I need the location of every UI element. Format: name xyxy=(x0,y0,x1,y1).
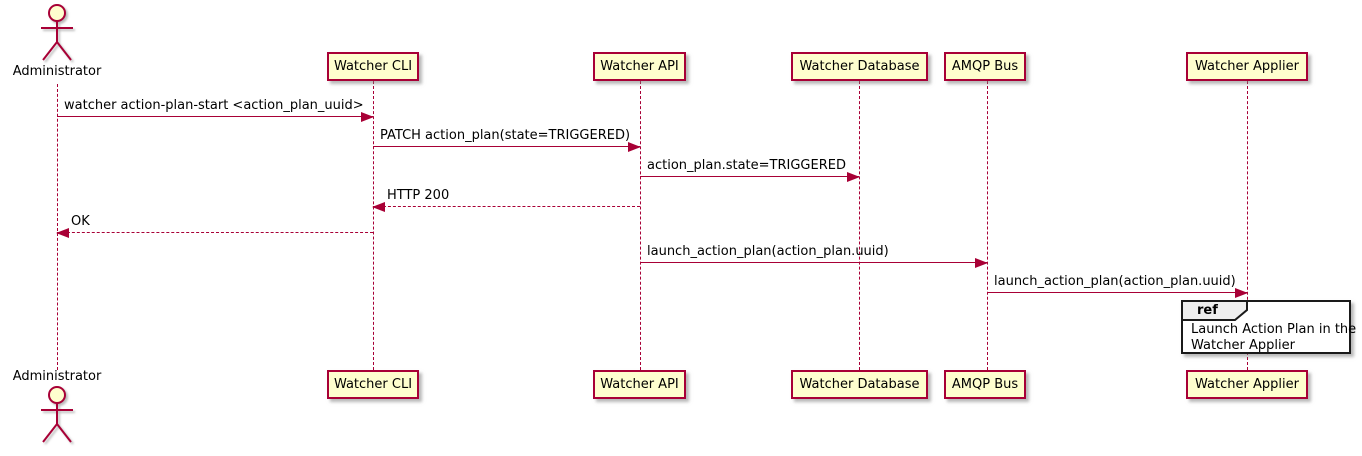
participant-bottom-watcher-cli: Watcher CLI xyxy=(327,370,419,399)
message-line xyxy=(373,146,640,147)
lifeline-administrator xyxy=(57,84,58,370)
message-action-plan-start: watcher action-plan-start <action_plan_u… xyxy=(57,98,374,122)
message-ok: OK xyxy=(56,214,373,238)
message-line xyxy=(987,292,1247,293)
message-launch-action-plan-api: launch_action_plan(action_plan.uuid) xyxy=(640,244,988,268)
participant-bottom-watcher-database: Watcher Database xyxy=(791,370,928,399)
ref-body: Launch Action Plan in the Watcher Applie… xyxy=(1191,322,1356,354)
participant-top-watcher-api: Watcher API xyxy=(593,52,686,81)
ref-tab-icon xyxy=(1181,300,1248,321)
lifeline-watcher-cli xyxy=(373,81,374,370)
message-http-200: HTTP 200 xyxy=(372,188,640,212)
message-label: PATCH action_plan(state=TRIGGERED) xyxy=(380,128,631,143)
message-patch-action-plan: PATCH action_plan(state=TRIGGERED) xyxy=(373,128,641,152)
message-label: launch_action_plan(action_plan.uuid) xyxy=(994,274,1236,289)
message-line xyxy=(640,262,987,263)
participant-bottom-watcher-api: Watcher API xyxy=(593,370,686,399)
message-label: OK xyxy=(71,214,90,229)
lifeline-amqp-bus xyxy=(987,81,988,370)
lifeline-watcher-database xyxy=(859,81,860,370)
administrator-actor-icon xyxy=(41,386,73,443)
message-label: HTTP 200 xyxy=(387,188,450,203)
lifeline-watcher-applier xyxy=(1247,81,1248,370)
message-label: action_plan.state=TRIGGERED xyxy=(647,158,846,173)
participant-bottom-watcher-applier: Watcher Applier xyxy=(1186,370,1308,399)
message-line xyxy=(57,116,373,117)
administrator-actor-icon xyxy=(41,4,73,61)
message-line xyxy=(373,206,640,207)
ref-body-line2: Watcher Applier xyxy=(1191,338,1295,353)
arrowhead-right-icon xyxy=(847,172,860,182)
participant-top-watcher-cli: Watcher CLI xyxy=(327,52,419,81)
participant-top-watcher-applier: Watcher Applier xyxy=(1186,52,1308,81)
message-launch-action-plan-amqp: launch_action_plan(action_plan.uuid) xyxy=(987,274,1248,298)
arrowhead-right-icon xyxy=(975,258,988,268)
message-label: watcher action-plan-start <action_plan_u… xyxy=(64,98,364,113)
participant-top-amqp-bus: AMQP Bus xyxy=(944,52,1026,81)
message-line xyxy=(57,232,373,233)
message-line xyxy=(640,176,859,177)
lifeline-watcher-api xyxy=(640,81,641,370)
actor-label-bottom: Administrator xyxy=(12,369,102,384)
message-state-triggered: action_plan.state=TRIGGERED xyxy=(640,158,860,182)
ref-fragment: ref Launch Action Plan in the Watcher Ap… xyxy=(1181,300,1356,354)
arrowhead-right-icon xyxy=(628,142,641,152)
participant-bottom-amqp-bus: AMQP Bus xyxy=(944,370,1026,399)
message-label: launch_action_plan(action_plan.uuid) xyxy=(647,244,889,259)
arrowhead-right-icon xyxy=(361,112,374,122)
ref-body-line1: Launch Action Plan in the xyxy=(1191,322,1357,337)
actor-label-top: Administrator xyxy=(12,64,102,79)
arrowhead-left-icon xyxy=(372,202,385,212)
arrowhead-left-icon xyxy=(56,228,69,238)
ref-keyword: ref xyxy=(1197,303,1218,318)
arrowhead-right-icon xyxy=(1235,288,1248,298)
participant-top-watcher-database: Watcher Database xyxy=(791,52,928,81)
